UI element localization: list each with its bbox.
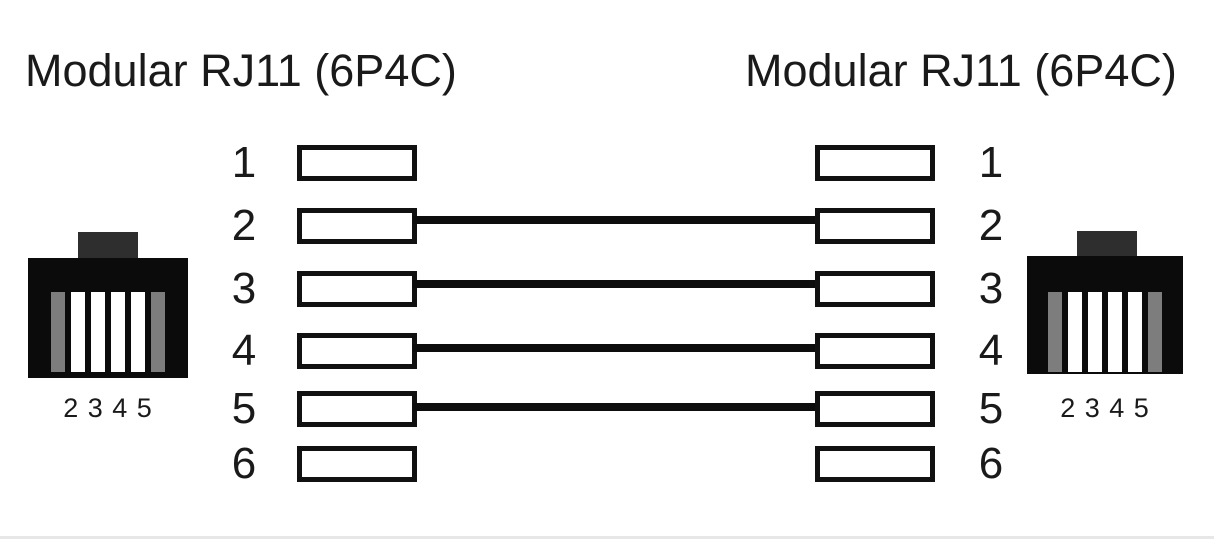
left-pin-box-6 — [297, 446, 417, 482]
connector-contact-slots — [28, 292, 188, 372]
contact-slot-white — [91, 292, 105, 372]
right-pin-box-2 — [815, 208, 935, 244]
rj11-connector-left: 2 3 4 5 — [28, 232, 188, 432]
contact-slot-white — [111, 292, 125, 372]
contact-slot-white — [131, 292, 145, 372]
right-pin-box-4 — [815, 333, 935, 369]
left-pin-number-3: 3 — [231, 264, 257, 313]
bottom-border-line — [0, 536, 1214, 539]
left-connector-title: Modular RJ11 (6P4C) — [25, 45, 457, 96]
wire-pin5-to-pin5 — [413, 403, 819, 411]
right-pin-box-5 — [815, 391, 935, 427]
connector-contact-slots — [1027, 292, 1183, 372]
wire-pin4-to-pin4 — [413, 344, 819, 352]
contact-slot-white — [1128, 292, 1142, 372]
connector-contacts-label: 2 3 4 5 — [1060, 393, 1150, 423]
contact-slot-white — [1088, 292, 1102, 372]
contact-slot-gray — [1048, 292, 1062, 372]
rj11-connector-right: 2 3 4 5 — [1027, 231, 1183, 431]
right-pin-number-3: 3 — [978, 264, 1004, 313]
right-pin-box-3 — [815, 271, 935, 307]
left-pin-box-1 — [297, 145, 417, 181]
left-pin-box-5 — [297, 391, 417, 427]
contact-slot-white — [1068, 292, 1082, 372]
left-pin-number-6: 6 — [231, 439, 257, 488]
left-pin-box-2 — [297, 208, 417, 244]
contact-slot-white — [71, 292, 85, 372]
right-connector-title: Modular RJ11 (6P4C) — [745, 45, 1177, 96]
left-pin-number-1: 1 — [231, 138, 257, 187]
contact-slot-gray — [51, 292, 65, 372]
right-pin-number-6: 6 — [978, 439, 1004, 488]
contact-slot-white — [1108, 292, 1122, 372]
right-pin-number-5: 5 — [978, 384, 1004, 433]
right-pin-box-6 — [815, 446, 935, 482]
right-pin-number-1: 1 — [978, 138, 1004, 187]
right-pin-number-2: 2 — [978, 201, 1004, 250]
wire-pin2-to-pin2 — [413, 216, 819, 224]
contact-slot-gray — [1148, 292, 1162, 372]
left-pin-box-4 — [297, 333, 417, 369]
connector-body — [1027, 256, 1183, 374]
left-pin-box-3 — [297, 271, 417, 307]
contact-slot-gray — [151, 292, 165, 372]
right-pin-number-4: 4 — [978, 326, 1004, 375]
left-pin-number-4: 4 — [231, 326, 257, 375]
connector-contacts-label: 2 3 4 5 — [63, 393, 153, 423]
wire-pin3-to-pin3 — [413, 280, 819, 288]
left-pin-number-2: 2 — [231, 201, 257, 250]
connector-clip-tab — [78, 232, 138, 262]
left-pin-number-5: 5 — [231, 384, 257, 433]
right-pin-box-1 — [815, 145, 935, 181]
connector-body — [28, 258, 188, 378]
